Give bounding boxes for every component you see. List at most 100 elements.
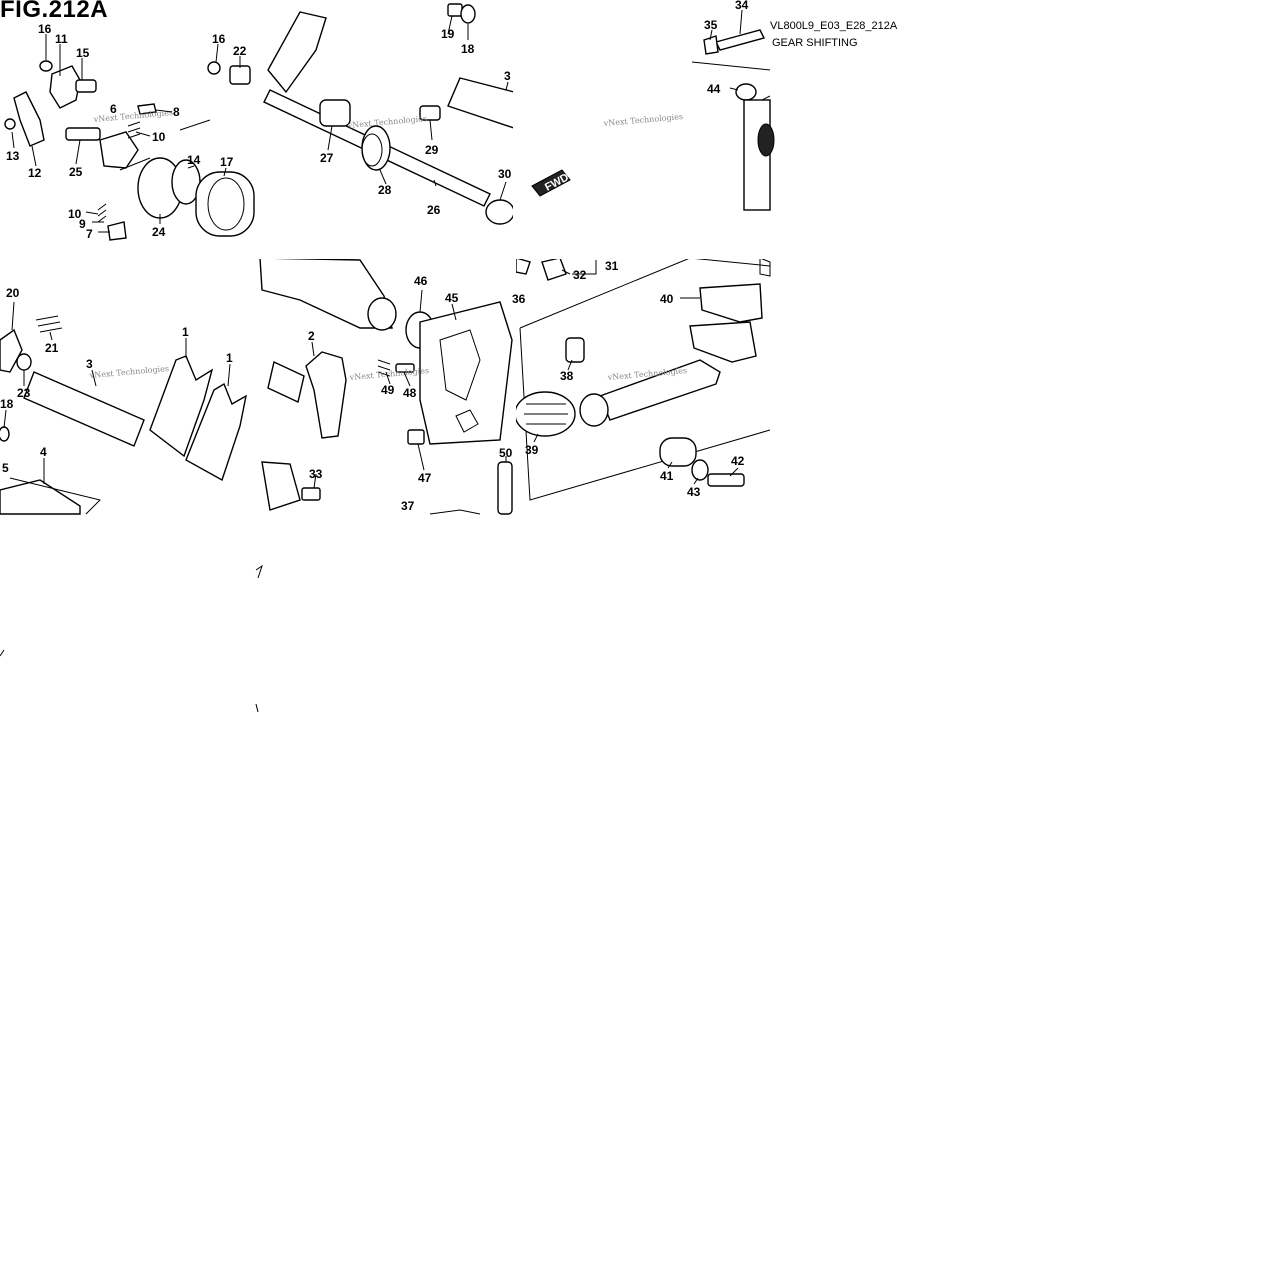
callout-12: 12: [28, 166, 42, 180]
part-arm-20: [0, 328, 23, 373]
figure-title: FIG.212A: [0, 0, 109, 23]
part-pawl-7: [107, 221, 127, 241]
part-shaft-left: [267, 360, 305, 404]
callout-4: 4: [40, 445, 47, 459]
figure-subtitle: GEAR SHIFTING: [772, 37, 858, 49]
part-pedal-pad: [689, 321, 757, 363]
callout-21: 21: [45, 341, 59, 355]
part-collar-27: [319, 99, 351, 127]
callout-24: 24: [152, 225, 166, 239]
part-shaft-3-top: [447, 77, 515, 129]
part-washer-43: [691, 459, 709, 481]
part-washer-18b: [0, 426, 10, 442]
leader-lines: [3, 9, 743, 489]
part-seal-30: [485, 199, 515, 225]
callout-5: 5: [2, 461, 9, 475]
callout-27: 27: [320, 151, 334, 165]
part-nut-44: [735, 83, 757, 101]
part-pin-48: [395, 363, 415, 373]
fwd-label: FWD: [543, 171, 571, 193]
callout-8: 8: [173, 105, 180, 119]
callout-19: 19: [441, 27, 455, 41]
callout-25: 25: [69, 165, 83, 179]
callout-46: 46: [414, 274, 428, 288]
callout-10: 10: [152, 130, 166, 144]
part-bolt-25: [65, 127, 101, 141]
part-stopper-11: [49, 65, 81, 109]
callout-13: 13: [6, 149, 20, 163]
callout-3b: 3: [86, 357, 93, 371]
callout-45: 45: [445, 291, 459, 305]
callout-14: 14: [187, 153, 201, 167]
callout-2: 2: [308, 329, 315, 343]
part-bush-41: [659, 437, 697, 467]
callout-38: 38: [560, 369, 574, 383]
part-spring-10b: [97, 203, 107, 223]
callout-6: 6: [110, 102, 117, 116]
callout-31: 31: [605, 259, 619, 273]
callout-47: 47: [418, 471, 432, 485]
watermark-3: vNext Technologies: [602, 112, 683, 128]
watermark-4: vNext Technologies: [88, 364, 169, 380]
callout-11: 11: [55, 32, 68, 46]
callout-34: 34: [735, 0, 749, 12]
callout-16: 16: [38, 22, 52, 36]
part-nut-16: [39, 60, 53, 72]
callout-41: 41: [660, 469, 674, 483]
callout-30: 30: [498, 167, 512, 181]
part-rod-50: [497, 461, 513, 515]
part-stud-22: [229, 65, 251, 85]
callout-35: 35: [704, 18, 718, 32]
part-bolt-15: [75, 79, 97, 93]
part-fork-2: [305, 351, 347, 439]
part-shaft-3: [23, 371, 145, 447]
part-bolt-34: [714, 29, 766, 51]
tile-cam-area: [4, 60, 255, 241]
callout-1a: 1: [182, 325, 189, 339]
part-switch-plate-45: [419, 301, 513, 445]
callout-42: 42: [731, 454, 745, 468]
callout-50: 50: [499, 446, 513, 460]
part-drum-4: [0, 479, 81, 515]
callout-32: 32: [573, 268, 587, 282]
callout-40: 40: [660, 292, 674, 306]
part-fork-1b: [185, 382, 247, 482]
part-pin-32a: [541, 257, 567, 281]
callout-43: 43: [687, 485, 701, 499]
tile-seams: [0, 0, 771, 713]
callout-37: 37: [401, 499, 415, 513]
part-spring-21: [35, 315, 63, 333]
part-nut-35: [703, 35, 719, 55]
part-pin-8: [137, 103, 157, 115]
tile-drum-area: [259, 257, 513, 515]
part-shift-arm: [267, 11, 327, 94]
callout-18: 18: [461, 42, 475, 56]
callout-33: 33: [309, 467, 323, 481]
part-spring-10: [127, 121, 141, 139]
part-nut-16b: [207, 61, 221, 75]
tile-pedal: [514, 257, 771, 501]
callout-1b: 1: [226, 351, 233, 365]
part-pedal-arm: [599, 359, 721, 421]
part-bolt-19: [447, 3, 463, 17]
part-bolt-33: [301, 487, 321, 501]
part-37: [429, 509, 481, 515]
tile-top-right: [691, 29, 775, 211]
callout-26: 26: [427, 203, 441, 217]
callout-9: 9: [79, 217, 86, 231]
callout-18b: 18: [0, 397, 14, 411]
callout-10b: 10: [68, 207, 82, 221]
part-washer-23: [16, 353, 32, 371]
callout-3: 3: [504, 69, 511, 83]
part-36: [515, 257, 531, 275]
part-washer-18: [460, 4, 476, 24]
part-pivot-38: [565, 337, 585, 363]
figure-code: VL800L9_E03_E28_212A: [770, 20, 898, 32]
callout-39: 39: [525, 443, 539, 457]
callout-20: 20: [6, 286, 20, 300]
part-bracket: [261, 461, 301, 511]
callout-22: 22: [233, 44, 247, 58]
callouts: 16 11 15 13 12 25 24 14 17 16 22 8 6 10 …: [0, 0, 749, 513]
callout-49: 49: [381, 383, 395, 397]
